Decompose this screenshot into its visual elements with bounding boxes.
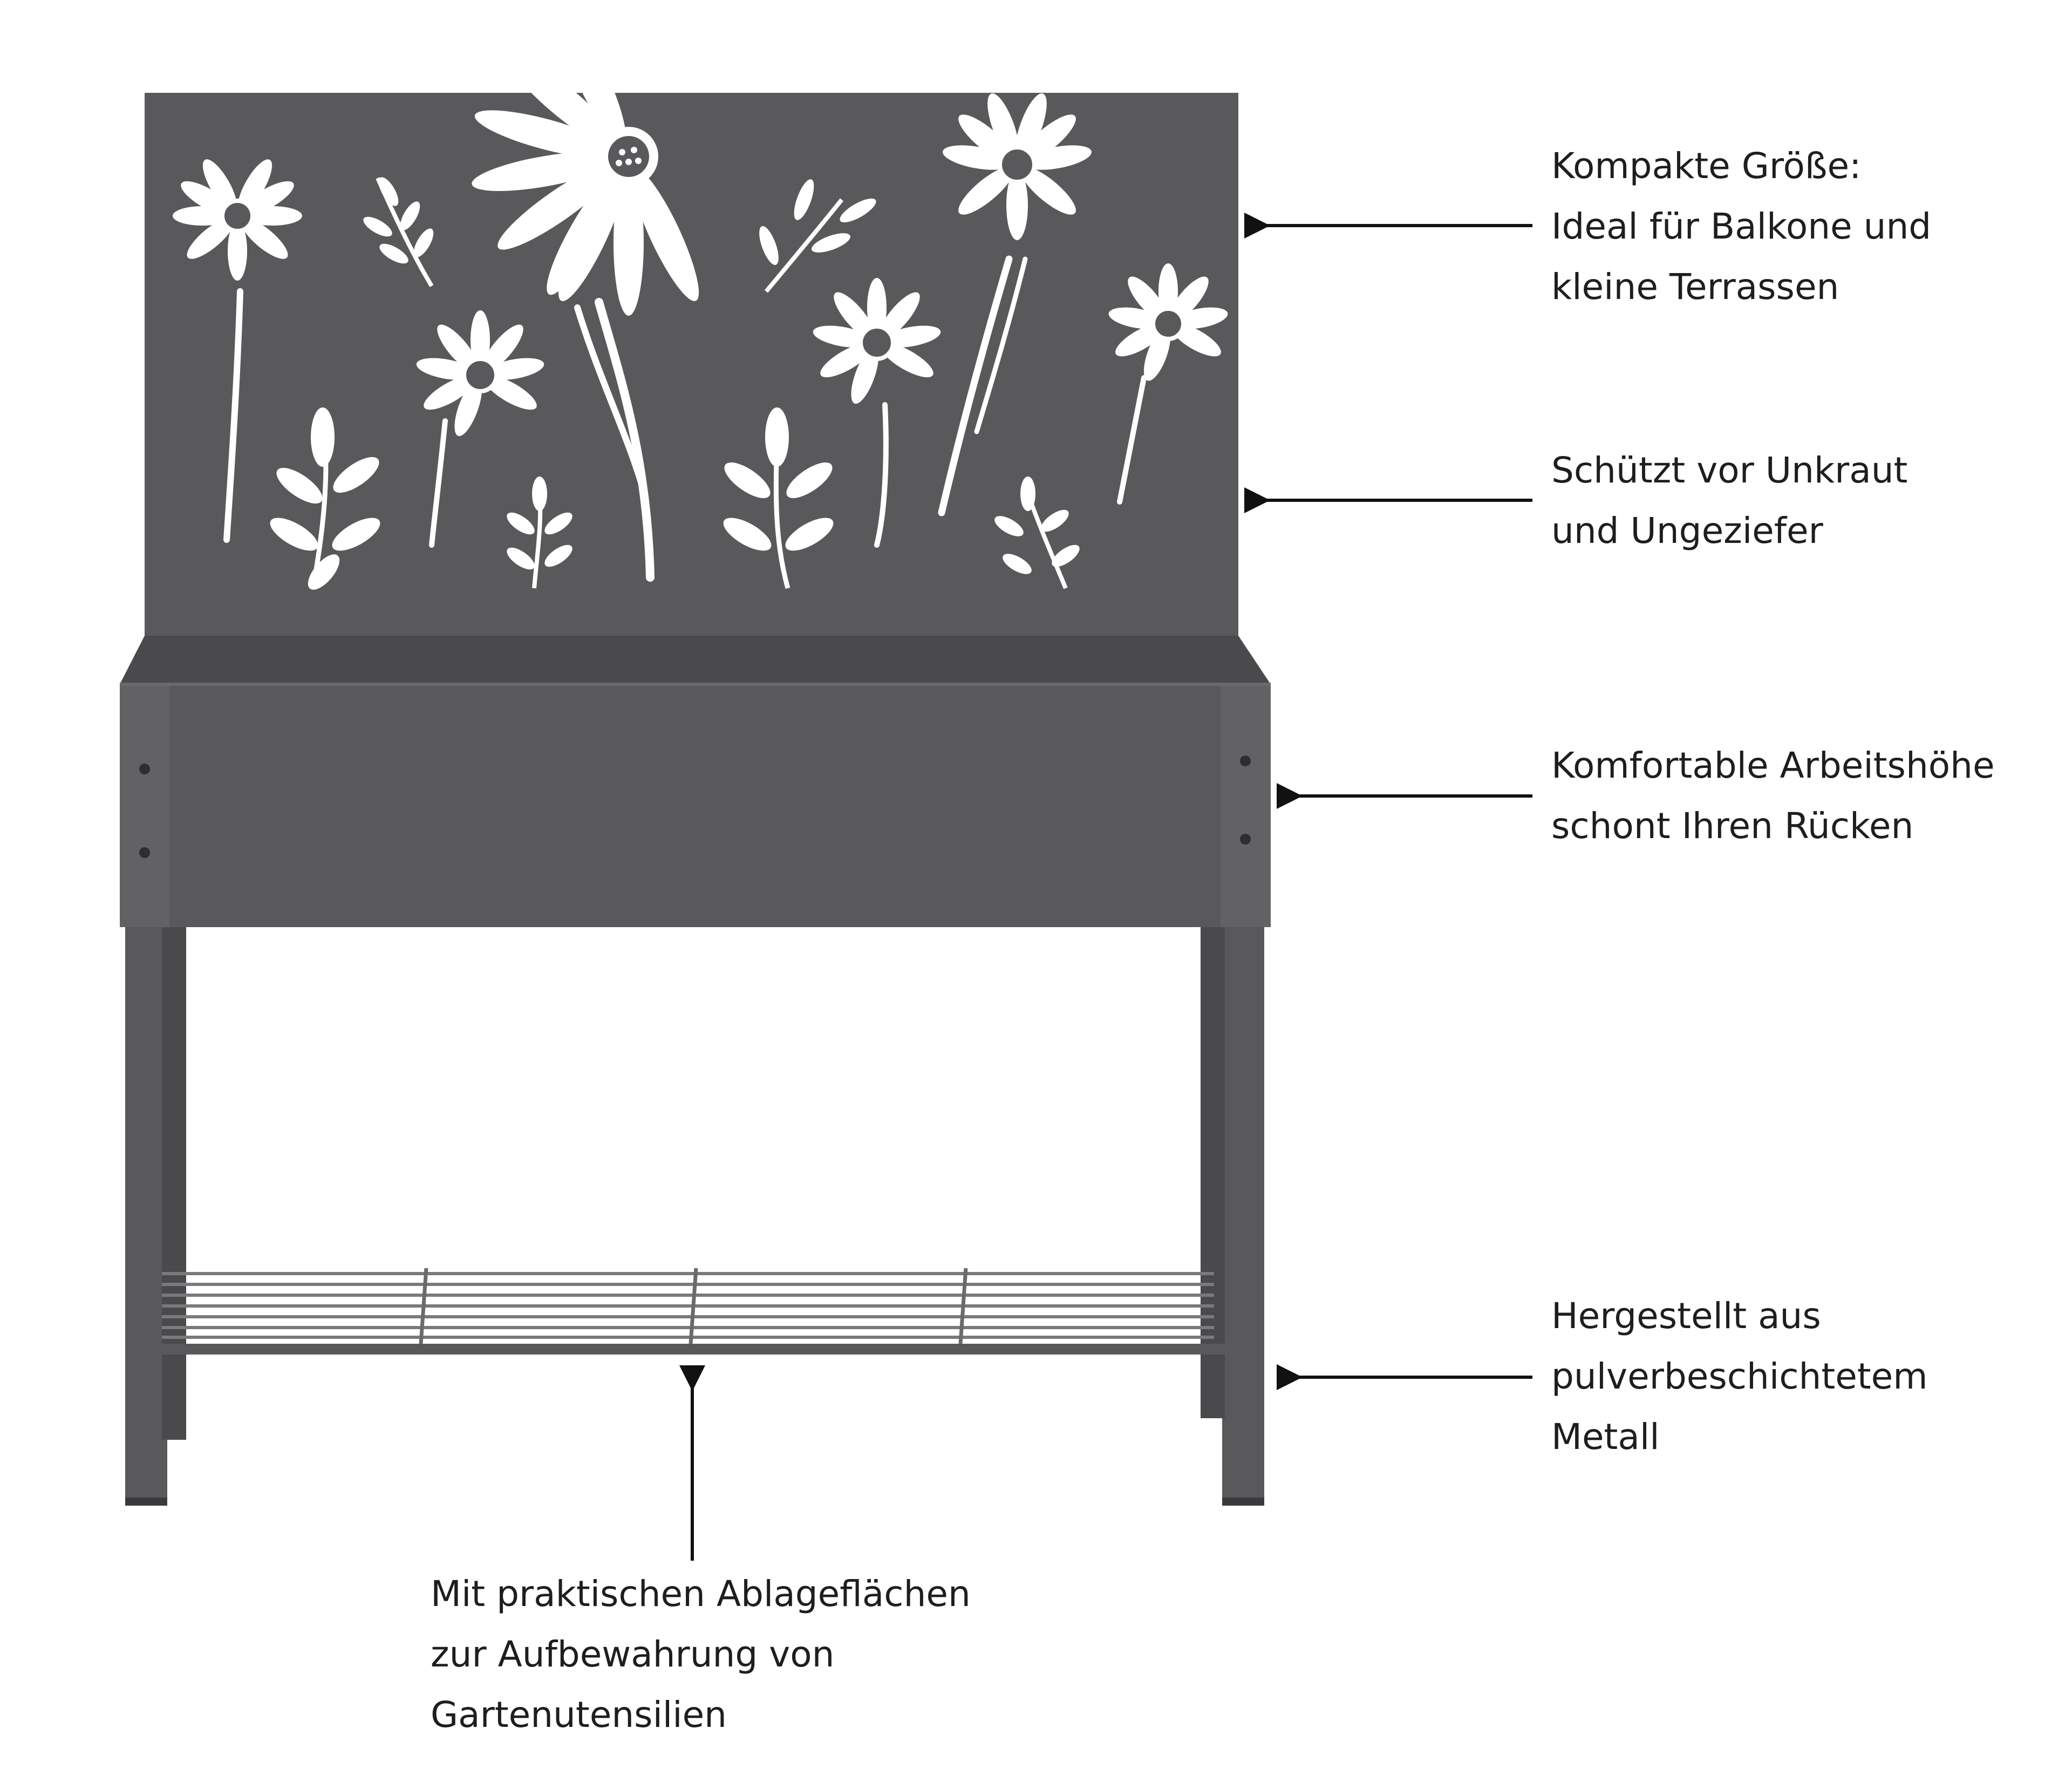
annotation-line: pulverbeschichtetem — [1551, 1356, 1928, 1397]
back-panel-plate — [145, 93, 1238, 646]
leg-front-left — [125, 927, 167, 1506]
leaf-sprig-top-center — [759, 179, 876, 293]
rivet — [1240, 834, 1251, 845]
leaf-sprig-bottom-center — [723, 407, 834, 589]
annotation-line: Komfortable Arbeitshöhe — [1551, 745, 1995, 786]
annotation-line: zur Aufbewahrung von — [431, 1634, 835, 1675]
annotation-line: Ideal für Balkone und — [1551, 206, 1932, 247]
leg-back-left — [162, 927, 186, 1440]
flower-top-left — [173, 159, 302, 543]
rivet — [139, 764, 150, 774]
shelf-wires — [162, 1272, 1214, 1339]
annotation-line: schont Ihren Rücken — [1551, 805, 1914, 847]
annotation-line: Hergestellt aus — [1551, 1295, 1821, 1337]
shelf-divider — [958, 1268, 968, 1344]
legs — [125, 927, 1264, 1506]
annotation-line: Mit praktischen Ablageflächen — [431, 1573, 971, 1615]
leaf-sprig-top-left — [363, 177, 434, 288]
annotation-working-height: Komfortable Arbeitshöhe schont Ihren Rüc… — [1551, 736, 1995, 856]
planter-inner-back — [120, 636, 1271, 684]
annotation-storage-shelf: Mit praktischen Ablageflächen zur Aufbew… — [431, 1564, 971, 1745]
flower-cutouts — [173, 12, 1228, 590]
flower-top-right — [938, 93, 1092, 516]
flower-large-center — [472, 12, 699, 582]
storage-shelf — [135, 1268, 1252, 1355]
rivet — [139, 847, 150, 858]
annotation-line: kleine Terrassen — [1551, 266, 1839, 308]
annotation-weed-protection: Schützt vor Unkraut und Ungeziefer — [1551, 440, 1907, 561]
leaf-sprig-small-bottom — [507, 477, 572, 589]
annotation-line: Gartenutensilien — [431, 1694, 727, 1736]
shelf-divider — [689, 1268, 698, 1344]
planter-front-panel — [120, 684, 1271, 927]
leg-foot-left — [125, 1498, 167, 1506]
callout-arrows — [679, 213, 1532, 1561]
flower-right — [1108, 263, 1228, 505]
annotation-line: Kompakte Größe: — [1551, 145, 1862, 187]
planter-rivets — [139, 756, 1251, 858]
flower-middle-left — [416, 310, 544, 548]
planter-box — [120, 636, 1271, 927]
rivet — [1240, 756, 1251, 766]
leaf-sprig-bottom-right — [994, 477, 1080, 589]
planter-left-corner — [120, 684, 169, 927]
shelf-divider — [419, 1268, 428, 1344]
planter-right-corner — [1221, 684, 1271, 927]
leg-foot-right — [1222, 1498, 1264, 1506]
annotation-line: Schützt vor Unkraut — [1551, 450, 1908, 491]
flower-center-right — [813, 278, 941, 548]
leg-front-right — [1222, 927, 1264, 1506]
back-panel — [145, 12, 1238, 646]
annotation-line: Metall — [1551, 1416, 1660, 1458]
shelf-front-bar — [135, 1344, 1252, 1355]
shelf-dividers — [419, 1268, 968, 1344]
annotation-line: und Ungeziefer — [1551, 510, 1823, 552]
annotation-material: Hergestellt aus pulverbeschichtetem Meta… — [1551, 1286, 1928, 1467]
annotation-compact-size: Kompakte Größe: Ideal für Balkone und kl… — [1551, 136, 1931, 317]
leaf-sprig-bottom-left — [270, 407, 380, 590]
